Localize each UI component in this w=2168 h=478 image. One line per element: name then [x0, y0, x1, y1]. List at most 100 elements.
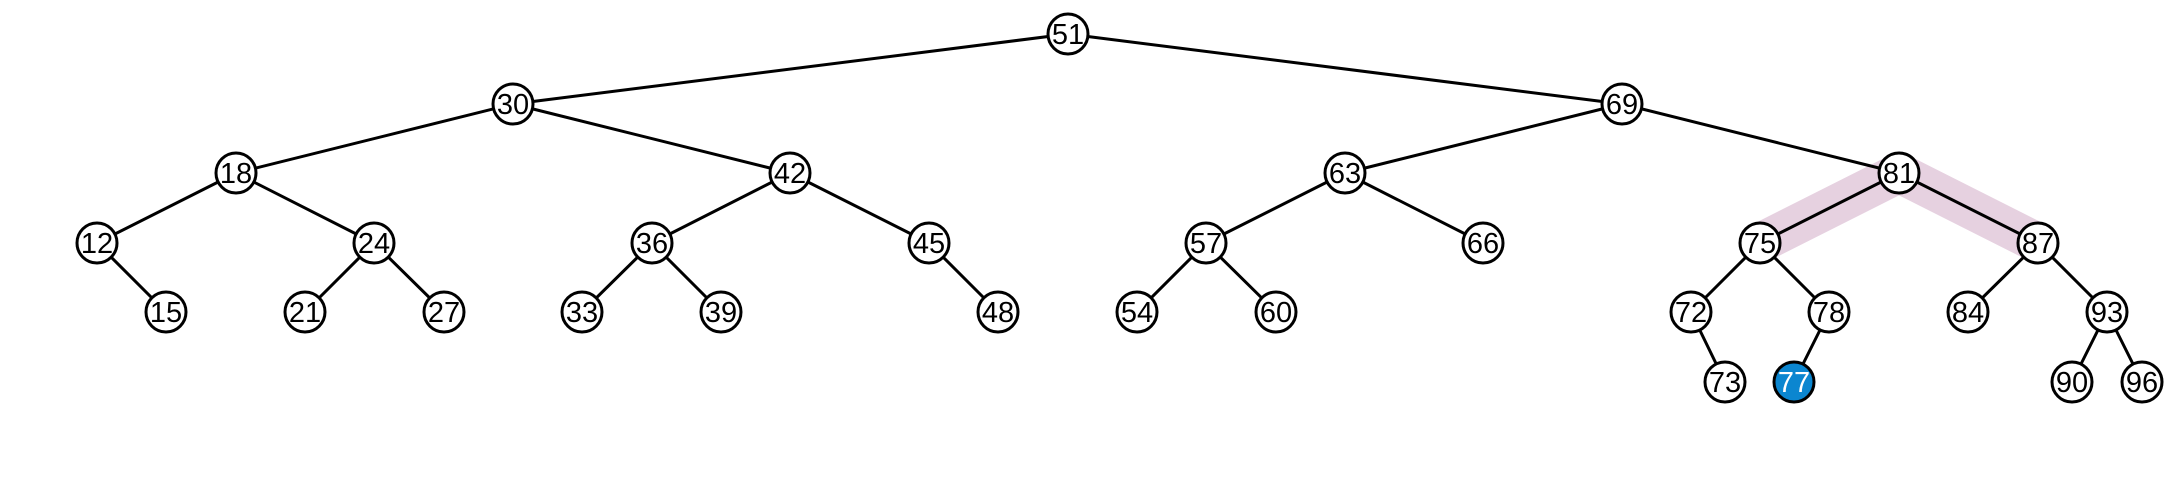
- tree-edge: [1897, 171, 2040, 245]
- node-circle: [2085, 290, 2129, 334]
- tree-node: 51: [1046, 12, 1090, 56]
- node-label: 45: [913, 228, 945, 260]
- node-label: 21: [289, 297, 321, 329]
- node-label: 87: [2022, 228, 2054, 260]
- tree-node: 33: [560, 290, 604, 334]
- node-circle: [2016, 221, 2060, 265]
- node-label: 96: [2126, 367, 2158, 399]
- node-label: 63: [1329, 158, 1361, 190]
- node-label: 84: [1952, 297, 1984, 329]
- tree-node: 75: [1738, 221, 1782, 265]
- node-label: 27: [428, 297, 460, 329]
- node-label: 93: [2091, 297, 2123, 329]
- tree-node: 78: [1807, 290, 1851, 334]
- node-label: 81: [1883, 158, 1915, 190]
- tree-edge: [1066, 32, 1624, 106]
- node-circle: [283, 290, 327, 334]
- node-circle: [1323, 151, 1367, 195]
- node-label: 73: [1709, 367, 1741, 399]
- node-circle: [560, 290, 604, 334]
- tree-node: 60: [1254, 290, 1298, 334]
- node-circle: [907, 221, 951, 265]
- node-label: 90: [2056, 367, 2088, 399]
- node-circle: [1669, 290, 1713, 334]
- tree-edge: [650, 171, 792, 245]
- node-label: 39: [705, 297, 737, 329]
- tree-edge: [511, 32, 1070, 106]
- node-label: 33: [566, 297, 598, 329]
- node-label: 24: [358, 228, 390, 260]
- tree-node: 87: [2016, 221, 2060, 265]
- tree-node: 66: [1461, 221, 1505, 265]
- tree-edge: [1343, 171, 1485, 245]
- tree-edge: [234, 171, 376, 245]
- tree-node: 57: [1184, 221, 1228, 265]
- tree-node: 90: [2050, 360, 2094, 404]
- tree-node: 84: [1946, 290, 1990, 334]
- node-circle: [75, 221, 119, 265]
- node-circle: [768, 151, 812, 195]
- node-label: 18: [220, 158, 252, 190]
- tree-edge: [1343, 102, 1624, 175]
- node-circle: [1877, 151, 1921, 195]
- tree-node: 36: [630, 221, 674, 265]
- tree-node: 93: [2085, 290, 2129, 334]
- tree-edge: [1758, 171, 1901, 245]
- node-circle: [1807, 290, 1851, 334]
- tree-node: 69: [1600, 82, 1644, 126]
- tree-edge: [788, 171, 931, 245]
- node-label: 30: [497, 89, 529, 121]
- node-circle: [630, 221, 674, 265]
- node-label: 48: [982, 297, 1014, 329]
- node-circle: [1254, 290, 1298, 334]
- node-circle: [1703, 360, 1747, 404]
- node-circle: [352, 221, 396, 265]
- tree-edge: [234, 102, 515, 175]
- node-label: 60: [1260, 297, 1292, 329]
- node-circle: [976, 290, 1020, 334]
- tree-node: 81: [1877, 151, 1921, 195]
- tree-node-inserted: 77: [1772, 360, 1816, 404]
- node-label: 77: [1778, 367, 1810, 399]
- node-circle: [491, 82, 535, 126]
- tree-node: 54: [1115, 290, 1159, 334]
- tree-nodes: 51 30 69 18 42 63 81 12 24 36 45 57 66 75 87 15 21 27 33 39…: [75, 12, 2164, 404]
- tree-node: 42: [768, 151, 812, 195]
- node-label: 12: [81, 228, 113, 260]
- tree-node: 15: [144, 290, 188, 334]
- node-circle: [214, 151, 258, 195]
- node-circle: [1738, 221, 1782, 265]
- node-label: 57: [1190, 228, 1222, 260]
- node-label: 75: [1744, 228, 1776, 260]
- tree-edge: [1204, 171, 1347, 245]
- node-circle: [2120, 360, 2164, 404]
- tree-node: 45: [907, 221, 951, 265]
- tree-node: 30: [491, 82, 535, 126]
- node-label: 51: [1052, 19, 1084, 51]
- tree-edge: [1620, 102, 1901, 175]
- node-label: 66: [1467, 228, 1499, 260]
- tree-node: 73: [1703, 360, 1747, 404]
- tree-node: 39: [699, 290, 743, 334]
- node-label: 69: [1606, 89, 1638, 121]
- tree-node: 27: [422, 290, 466, 334]
- tree-node: 48: [976, 290, 1020, 334]
- node-circle: [1946, 290, 1990, 334]
- tree-node: 96: [2120, 360, 2164, 404]
- tree-node: 72: [1669, 290, 1713, 334]
- node-circle: [1184, 221, 1228, 265]
- node-circle: [1046, 12, 1090, 56]
- tree-node: 63: [1323, 151, 1367, 195]
- node-circle: [1600, 82, 1644, 126]
- node-circle: [2050, 360, 2094, 404]
- tree-node: 18: [214, 151, 258, 195]
- tree-edge: [511, 102, 792, 175]
- node-label: 15: [150, 297, 182, 329]
- node-circle: [1772, 360, 1816, 404]
- node-circle: [699, 290, 743, 334]
- node-label: 78: [1813, 297, 1845, 329]
- tree-node: 21: [283, 290, 327, 334]
- node-circle: [1115, 290, 1159, 334]
- node-label: 36: [636, 228, 668, 260]
